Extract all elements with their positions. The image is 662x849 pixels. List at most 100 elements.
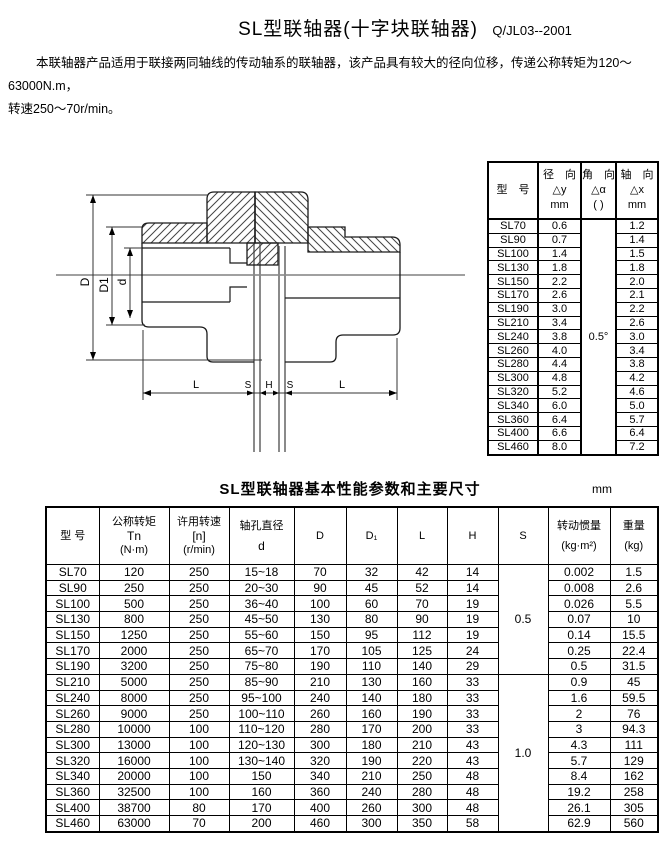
main-H: 24: [446, 642, 499, 660]
mis-radial-value: 4.0: [537, 343, 582, 358]
main-torque: 5000: [98, 673, 170, 691]
mis-model: SL280: [487, 356, 539, 372]
main-torque: 32500: [98, 783, 170, 801]
mis-radial-unit: mm: [550, 199, 569, 211]
main-weight: 31.5: [609, 658, 659, 675]
main-L: 70: [396, 595, 448, 613]
mis-radial-title: 径 向: [543, 169, 576, 181]
mis-axial-value: 5.7: [615, 412, 659, 427]
main-torque: 63000: [98, 814, 170, 833]
mis-radial-value: 3.0: [537, 301, 582, 317]
mis-axial-value: 2.1: [615, 287, 659, 303]
mis-axial-unit: mm: [627, 199, 647, 211]
label-H: H: [265, 380, 272, 391]
main-D: 90: [293, 579, 347, 597]
label-L-right: L: [339, 379, 345, 391]
main-model: SL90: [45, 579, 100, 597]
bore-title: 轴孔直径: [239, 520, 284, 532]
main-H: 33: [446, 689, 499, 707]
main-weight: 22.4: [609, 642, 659, 660]
speed-unit: (r/min): [183, 544, 215, 556]
main-H: 48: [446, 799, 499, 816]
main-D: 460: [293, 814, 347, 833]
main-model: SL130: [45, 611, 100, 628]
mis-model: SL320: [487, 384, 539, 400]
main-D: 170: [293, 642, 347, 660]
main-speed: 250: [168, 579, 230, 597]
main-inertia: 8.4: [547, 767, 611, 785]
mis-axial-value: 1.8: [615, 260, 659, 276]
col-weight: 重量 (kg): [609, 506, 659, 565]
mis-model: SL100: [487, 246, 539, 262]
main-speed: 250: [168, 689, 230, 707]
main-weight: 560: [609, 814, 659, 833]
main-model: SL300: [45, 736, 100, 754]
label-S-left: S: [245, 380, 252, 391]
main-H: 43: [446, 736, 499, 754]
main-torque: 8000: [98, 689, 170, 707]
mis-radial-value: 1.4: [537, 246, 582, 262]
main-inertia: 0.002: [547, 564, 611, 581]
coupling-drawing: D D1 d L S H S L: [50, 160, 480, 470]
main-inertia: 0.9: [547, 673, 611, 691]
mis-model: SL210: [487, 315, 539, 331]
mis-axial-value: 7.2: [615, 439, 659, 456]
speed-title: 许用转速: [177, 516, 221, 528]
main-model: SL320: [45, 752, 100, 769]
main-weight: 1.5: [609, 564, 659, 581]
mis-axial-value: 2.0: [615, 274, 659, 289]
main-weight: 2.6: [609, 579, 659, 597]
torque-title: 公称转矩: [112, 516, 156, 528]
main-torque: 1250: [98, 626, 170, 644]
mis-radial-value: 2.2: [537, 274, 582, 289]
document-title: SL型联轴器(十字块联轴器): [238, 19, 478, 40]
main-L: 210: [396, 736, 448, 754]
mis-radial-value: 6.6: [537, 425, 582, 441]
bore-lines: [142, 247, 400, 303]
speed-symbol: [n]: [192, 529, 206, 543]
mis-model: SL360: [487, 412, 539, 427]
main-model: SL280: [45, 720, 100, 738]
main-torque: 2000: [98, 642, 170, 660]
mis-col-axial: 轴 向 △x mm: [615, 161, 659, 220]
mis-axial-value: 3.0: [615, 329, 659, 345]
main-header-row: 型 号 公称转矩 Tn (N·m) 许用转速 [n] (r/min) 轴孔直径 …: [45, 506, 659, 565]
main-bore: 150: [228, 767, 295, 785]
main-weight: 45: [609, 673, 659, 691]
mis-angular-symbol: △α: [591, 184, 606, 196]
main-S-value: 1.0: [497, 673, 549, 833]
main-bore: 130~140: [228, 752, 295, 769]
mis-axial-value: 2.2: [615, 301, 659, 317]
main-weight: 10: [609, 611, 659, 628]
mis-model: SL70: [487, 218, 539, 234]
col-torque: 公称转矩 Tn (N·m): [98, 506, 170, 565]
label-L-left: L: [193, 379, 199, 391]
torque-unit: (N·m): [119, 544, 149, 556]
main-bore: 170: [228, 799, 295, 816]
main-S-value: 0.5: [497, 564, 549, 675]
main-model: SL150: [45, 626, 100, 644]
main-weight: 94.3: [609, 720, 659, 738]
mis-col-radial: 径 向 △y mm: [537, 161, 582, 220]
main-D1: 180: [345, 736, 398, 754]
main-D1: 210: [345, 767, 398, 785]
main-D1: 160: [345, 705, 398, 722]
main-D1: 300: [345, 814, 398, 833]
main-L: 250: [396, 767, 448, 785]
main-bore: 160: [228, 783, 295, 801]
main-D1: 45: [345, 579, 398, 597]
bore-symbol: d: [258, 539, 265, 553]
main-H: 33: [446, 720, 499, 738]
main-H: 19: [446, 626, 499, 644]
main-speed: 250: [168, 673, 230, 691]
